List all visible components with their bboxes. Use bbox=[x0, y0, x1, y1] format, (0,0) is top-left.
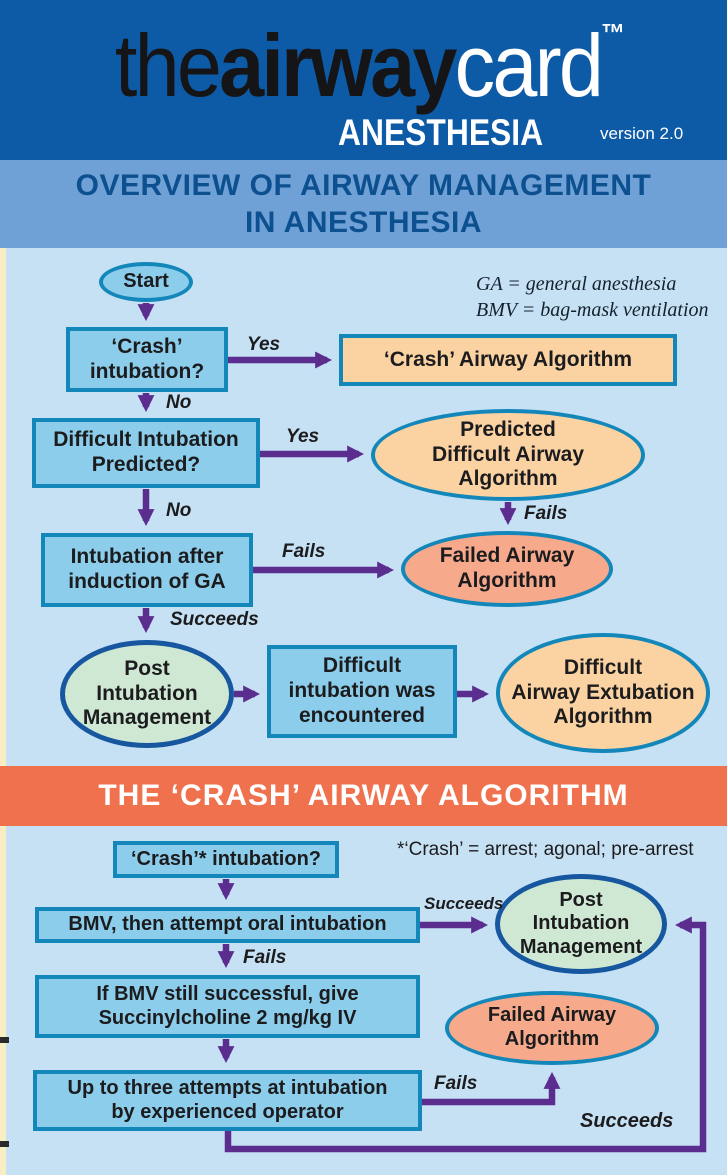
node-failed-airway-algorithm-2: Failed Airway Algorithm bbox=[445, 991, 659, 1065]
arrow-fails-to-failed-algorithm-3 bbox=[422, 1071, 561, 1106]
logo-airway: airway bbox=[219, 16, 457, 115]
edition-title: ANESTHESIA bbox=[338, 112, 544, 153]
node-succinylcholine: If BMV still successful, give Succinylch… bbox=[35, 975, 420, 1038]
node-failed-airway-algorithm: Failed Airway Algorithm bbox=[401, 531, 613, 607]
edge-label-fails: Fails bbox=[524, 503, 568, 524]
node-difficult-airway-extubation-algorithm: Difficult Airway Extubation Algorithm bbox=[496, 633, 710, 753]
edge-label-succeeds: Succeeds bbox=[580, 1110, 674, 1132]
node-post-intubation-management: Post Intubation Management bbox=[60, 640, 234, 748]
card-edge-strip bbox=[0, 248, 6, 1175]
header: theairwaycard™ ANESTHESIA version 2.0 bbox=[0, 0, 727, 160]
edge-label-fails: Fails bbox=[282, 541, 326, 562]
node-difficult-intubation-predicted: Difficult Intubation Predicted? bbox=[32, 418, 260, 488]
node-crash-intubation-question-2: ‘Crash’* intubation? bbox=[113, 841, 339, 878]
crash-footnote: *‘Crash’ = arrest; agonal; pre-arrest bbox=[397, 839, 694, 860]
overview-section-title: OVERVIEW OF AIRWAY MANAGEMENT IN ANESTHE… bbox=[75, 169, 652, 239]
logo-card: card bbox=[454, 16, 604, 115]
node-crash-airway-algorithm: ‘Crash’ Airway Algorithm bbox=[339, 334, 677, 386]
edge-label-succeeds: Succeeds bbox=[424, 894, 504, 913]
edge-mark bbox=[0, 1141, 9, 1147]
node-three-attempts: Up to three attempts at intubation by ex… bbox=[33, 1070, 422, 1131]
node-difficult-intubation-encountered: Difficult intubation was encountered bbox=[267, 645, 457, 738]
edge-label-fails: Fails bbox=[434, 1073, 478, 1094]
edge-mark bbox=[0, 1037, 9, 1043]
version-label: version 2.0 bbox=[600, 124, 684, 143]
logo-the: the bbox=[114, 16, 222, 115]
node-intubation-after-induction: Intubation after induction of GA bbox=[41, 533, 253, 607]
edge-label-fails: Fails bbox=[243, 947, 287, 968]
node-bmv-oral-intubation: BMV, then attempt oral intubation bbox=[35, 907, 420, 943]
overview-section-header: OVERVIEW OF AIRWAY MANAGEMENT IN ANESTHE… bbox=[0, 160, 727, 248]
edge-label-yes: Yes bbox=[247, 334, 281, 355]
node-predicted-difficult-airway-algorithm: Predicted Difficult Airway Algorithm bbox=[371, 409, 645, 501]
edge-label-no: No bbox=[166, 500, 192, 521]
crash-section-title: THE ‘CRASH’ AIRWAY ALGORITHM bbox=[98, 779, 629, 812]
arrow-succeeds-feedback bbox=[224, 916, 707, 1153]
trademark-symbol: ™ bbox=[601, 18, 626, 48]
edge-label-yes: Yes bbox=[286, 426, 320, 447]
edge-label-succeeds: Succeeds bbox=[170, 609, 259, 630]
node-post-intubation-management-2: Post Intubation Management bbox=[495, 874, 667, 974]
node-crash-intubation-question: ‘Crash’ intubation? bbox=[66, 327, 228, 392]
edge-label-no: No bbox=[166, 392, 192, 413]
node-start: Start bbox=[99, 262, 193, 302]
crash-section-header: THE ‘CRASH’ AIRWAY ALGORITHM bbox=[0, 766, 727, 826]
logo: theairwaycard™ bbox=[29, 20, 698, 110]
abbreviation-legend: GA = general anesthesia BMV = bag-mask v… bbox=[476, 273, 709, 321]
